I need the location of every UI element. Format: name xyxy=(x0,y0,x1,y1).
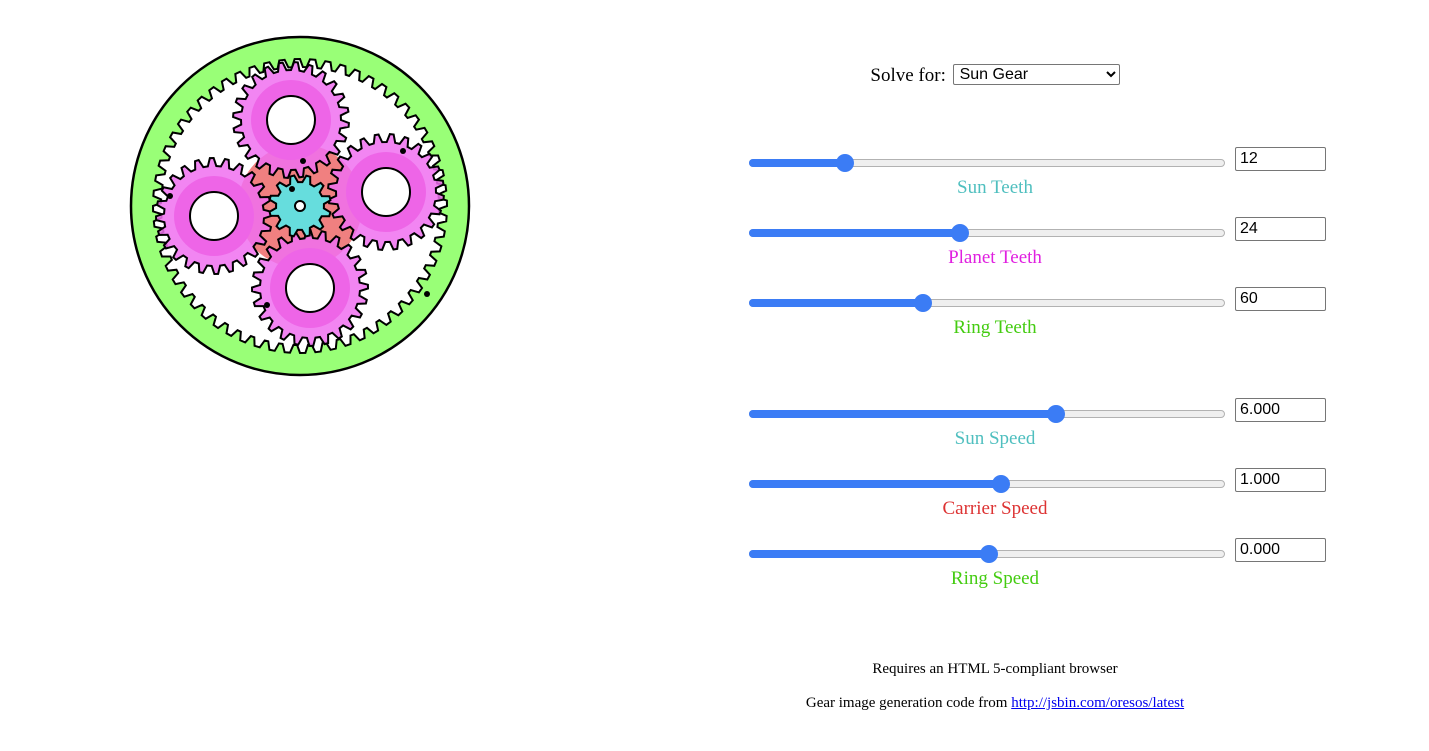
planet-gear xyxy=(154,156,274,276)
ring-teeth-input[interactable] xyxy=(1235,287,1326,311)
planet-gear xyxy=(232,61,350,179)
credit-line: Gear image generation code from http://j… xyxy=(700,695,1290,712)
sun-gear-hole xyxy=(294,200,306,212)
sun-teeth-slider-row xyxy=(747,147,1347,177)
planet-teeth-fill xyxy=(749,229,960,237)
solve-for-row: Solve for: Sun Gear xyxy=(700,64,1290,87)
solve-for-label: Solve for: xyxy=(870,65,946,86)
sun-marker-dot xyxy=(289,186,295,192)
browser-requirement-note: Requires an HTML 5-compliant browser xyxy=(872,661,1118,677)
planet-gear-hole xyxy=(266,95,316,145)
carrier-speed-slider-row xyxy=(747,468,1347,498)
sun-speed-input[interactable] xyxy=(1235,398,1326,422)
solve-for-select[interactable]: Sun Gear xyxy=(952,64,1120,85)
sun-gear xyxy=(268,174,332,238)
carrier-speed-thumb[interactable] xyxy=(991,475,1010,493)
planet-marker-dot xyxy=(400,148,406,154)
planet-gear xyxy=(250,228,370,348)
ring-teeth-fill xyxy=(749,299,923,307)
ring-teeth-label: Ring Teeth xyxy=(953,317,1037,338)
planet-marker-dot xyxy=(264,302,270,308)
planet-teeth-slider-row xyxy=(747,217,1347,247)
ring-speed-fill xyxy=(749,550,990,558)
sun-teeth-thumb[interactable] xyxy=(836,154,855,172)
ring-speed-slider-row xyxy=(747,538,1347,568)
planet-gear-hole xyxy=(361,167,411,217)
ring-speed-label: Ring Speed xyxy=(950,568,1040,589)
sun-speed-thumb[interactable] xyxy=(1046,405,1065,423)
ring-marker-dot xyxy=(424,291,430,297)
planet-gear-hole xyxy=(189,191,239,241)
sun-speed-label: Sun Speed xyxy=(954,428,1036,449)
sun-teeth-input[interactable] xyxy=(1235,147,1326,171)
planet-teeth-input[interactable] xyxy=(1235,217,1326,241)
sun-speed-fill xyxy=(749,410,1056,418)
sun-teeth-fill xyxy=(749,159,846,167)
credit-text: Gear image generation code from xyxy=(805,695,1008,711)
sun-speed-slider-row xyxy=(747,398,1347,428)
ring-teeth-slider-row xyxy=(747,287,1347,317)
planet-gear xyxy=(327,133,445,251)
carrier-speed-input[interactable] xyxy=(1235,468,1326,492)
planet-marker-dot xyxy=(300,158,306,164)
planetary-gear-diagram xyxy=(129,35,471,377)
planet-teeth-label: Planet Teeth xyxy=(948,247,1042,268)
planet-marker-dot xyxy=(167,193,173,199)
planet-gear-hole xyxy=(285,263,335,313)
ring-speed-thumb[interactable] xyxy=(980,545,999,563)
carrier-speed-fill xyxy=(749,480,1001,488)
sun-teeth-label: Sun Teeth xyxy=(957,177,1033,198)
credit-link[interactable]: http://jsbin.com/oresos/latest xyxy=(1011,695,1185,711)
planet-teeth-thumb[interactable] xyxy=(950,224,969,242)
ring-teeth-thumb[interactable] xyxy=(913,294,932,312)
planet-gears xyxy=(154,61,445,348)
carrier-speed-label: Carrier Speed xyxy=(942,498,1048,519)
ring-speed-input[interactable] xyxy=(1235,538,1326,562)
